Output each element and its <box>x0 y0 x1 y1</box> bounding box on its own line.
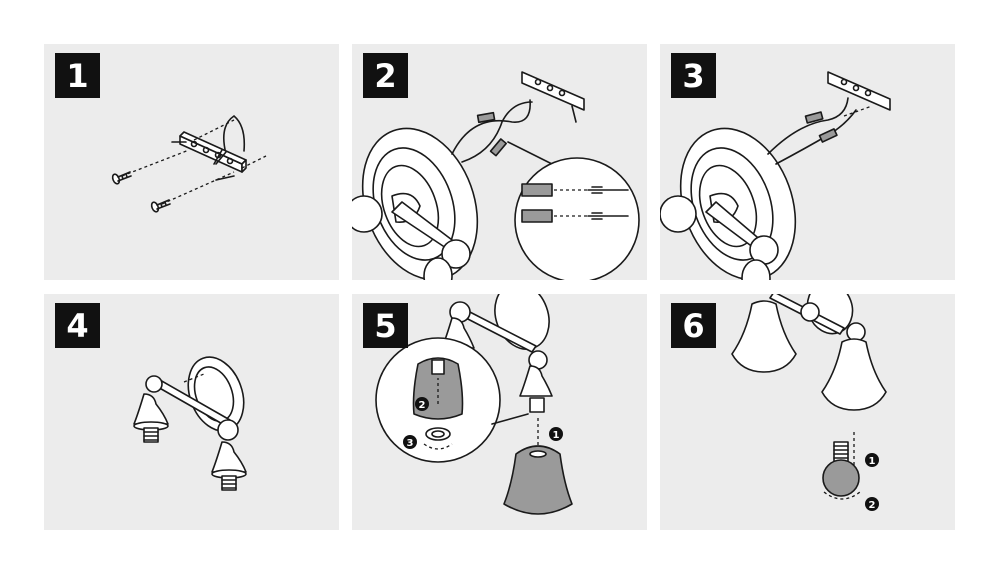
step-2-badge: 2 <box>363 53 408 98</box>
fixture-mounted-icon <box>133 356 247 491</box>
svg-text:1: 1 <box>553 430 560 441</box>
mounting-screws-icon <box>111 115 267 213</box>
step-3-badge: 3 <box>671 53 716 98</box>
svg-text:2: 2 <box>419 400 426 411</box>
svg-text:3: 3 <box>407 438 414 449</box>
step-1-badge: 1 <box>55 53 100 98</box>
sub-step-1-marker: 1 <box>549 427 563 441</box>
step-1-panel: 1 <box>44 44 339 280</box>
step-5-panel: 5 1 <box>352 294 647 530</box>
svg-text:2: 2 <box>869 500 876 511</box>
step-6-badge: 6 <box>671 303 716 348</box>
sub-step-2-marker: 2 <box>415 397 429 411</box>
step-6-panel: 6 1 2 <box>660 294 955 530</box>
bulb-install-icon: 1 2 <box>731 294 887 511</box>
step-3-panel: 3 <box>660 44 955 280</box>
step-5-badge: 5 <box>363 303 408 348</box>
svg-text:1: 1 <box>869 456 876 467</box>
wires-tucked-icon <box>660 71 891 280</box>
step-4-panel: 4 <box>44 294 339 530</box>
wire-connection-icon <box>352 71 640 280</box>
step-2-panel: 2 <box>352 44 647 280</box>
sub-step-1-marker-b: 1 <box>865 453 879 467</box>
shade-install-icon: 1 2 3 <box>375 294 573 515</box>
step-4-badge: 4 <box>55 303 100 348</box>
sub-step-2-marker-b: 2 <box>865 497 879 511</box>
sub-step-3-marker: 3 <box>403 435 417 449</box>
